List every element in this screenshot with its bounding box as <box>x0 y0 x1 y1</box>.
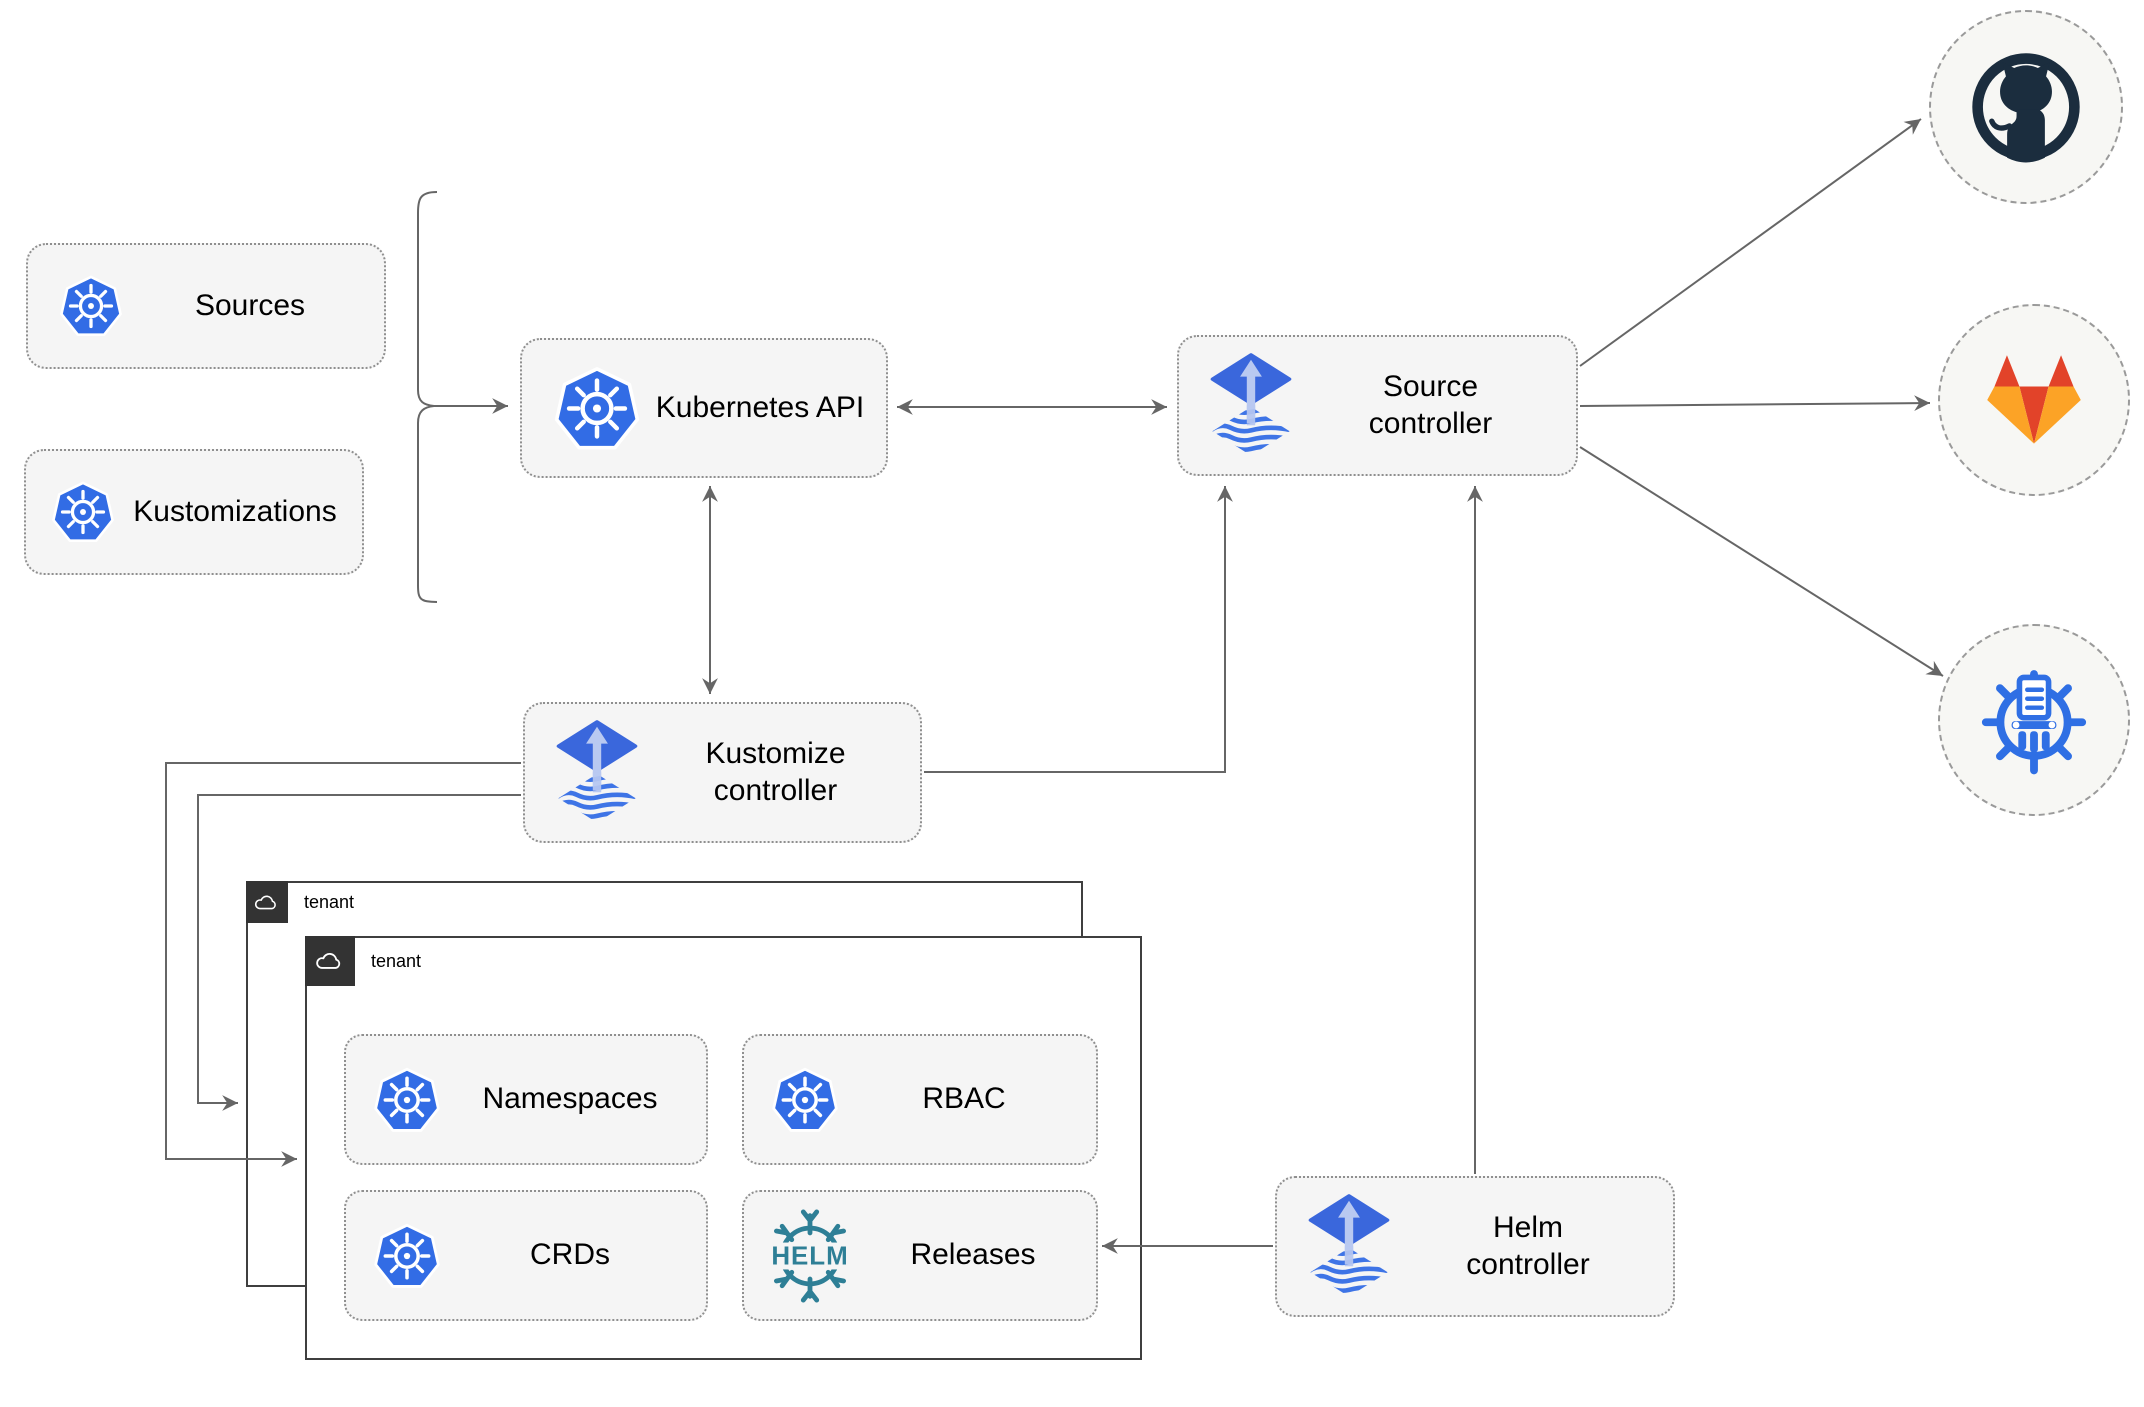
node-label: Helm controller <box>1466 1210 1590 1281</box>
node-label: Kustomizations <box>133 494 337 528</box>
tenant-label: tenant <box>371 951 422 971</box>
group-bracket <box>417 191 438 603</box>
node-namespaces[interactable]: Namespaces <box>344 1034 708 1165</box>
cloud-icon <box>253 893 281 912</box>
edge-source-to-github <box>1579 118 1922 367</box>
node-label: Releases <box>910 1238 1036 1272</box>
external-container-registry[interactable] <box>1938 624 2130 816</box>
tenant-tab <box>246 881 288 923</box>
kubernetes-icon <box>552 361 642 456</box>
node-sources[interactable]: Sources <box>26 243 386 369</box>
node-label: Namespaces <box>482 1082 658 1116</box>
flux-icon <box>555 720 639 826</box>
helm-logo-text: HELM <box>771 1242 848 1270</box>
edge-kustomize-to-source <box>924 486 1233 773</box>
node-label: Sources <box>194 288 306 322</box>
kubernetes-icon <box>50 477 116 547</box>
node-kustomize-controller[interactable]: Kustomize controller <box>523 702 922 843</box>
registry-icon <box>1978 664 2090 776</box>
node-label: CRDs <box>530 1238 610 1272</box>
kubernetes-icon <box>770 1063 840 1137</box>
flux-icon <box>1209 353 1293 459</box>
node-kustomizations[interactable]: Kustomizations <box>24 449 364 575</box>
helm-icon: HELM <box>762 1208 858 1304</box>
node-label: Kustomize controller <box>705 736 846 807</box>
flux-icon <box>1307 1194 1391 1300</box>
tenant-label: tenant <box>304 892 355 912</box>
node-releases[interactable]: HELM Releases <box>742 1190 1098 1321</box>
node-source-controller[interactable]: Source controller <box>1177 335 1578 476</box>
node-helm-controller[interactable]: Helm controller <box>1275 1176 1675 1317</box>
node-label: RBAC <box>922 1082 1006 1116</box>
node-label: Source controller <box>1368 369 1493 440</box>
gitlab-icon <box>1982 352 2086 448</box>
node-label: Kubernetes API <box>655 390 865 424</box>
external-gitlab[interactable] <box>1938 304 2130 496</box>
node-rbac[interactable]: RBAC <box>742 1034 1098 1165</box>
github-icon <box>1967 48 2085 166</box>
tenant-box-inner: tenant Namespaces RBAC CRDs <box>305 936 1142 1360</box>
node-crds[interactable]: CRDs <box>344 1190 708 1321</box>
cloud-icon <box>314 950 346 972</box>
kubernetes-icon <box>372 1063 442 1137</box>
kubernetes-icon <box>58 271 124 341</box>
node-kubernetes-api[interactable]: Kubernetes API <box>520 338 888 478</box>
edge-source-to-gitlab <box>1579 395 1931 412</box>
edge-source-to-registry <box>1579 446 1944 677</box>
external-github[interactable] <box>1929 10 2123 204</box>
kubernetes-icon <box>372 1219 442 1293</box>
tenant-tab <box>305 936 355 986</box>
